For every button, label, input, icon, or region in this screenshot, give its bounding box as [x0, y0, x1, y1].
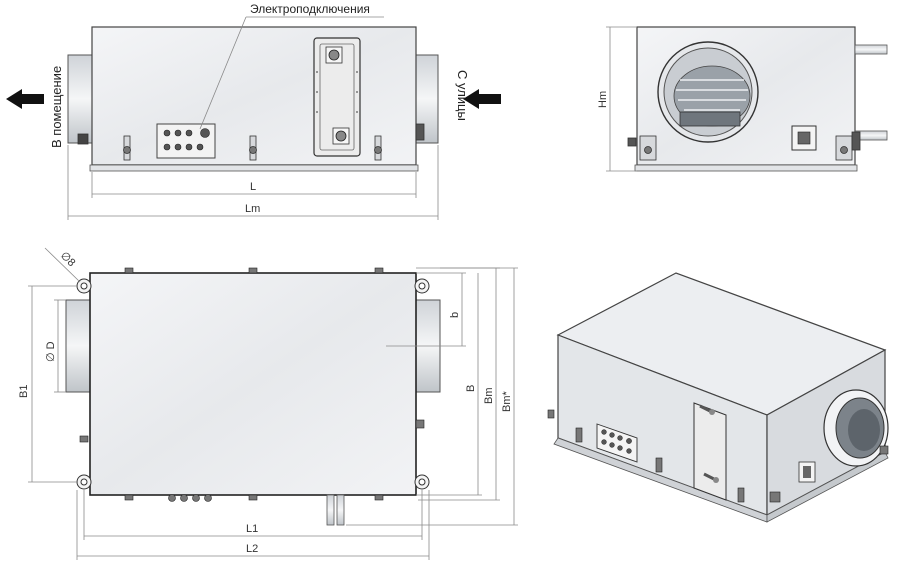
svg-text:∅8: ∅8	[58, 250, 78, 270]
dimension-L2: L2	[76, 490, 430, 560]
mounting-ears	[76, 278, 430, 490]
iso-duct	[823, 389, 889, 467]
front-duct-left	[67, 54, 95, 144]
side-view: Hm	[597, 26, 888, 172]
svg-text:Bm*: Bm*	[501, 391, 513, 413]
dimension-L: L	[91, 172, 417, 198]
front-view: Электроподключения В помещение С улицы L…	[6, 2, 501, 220]
front-brackets	[77, 123, 425, 161]
dimension-Bm-star: Bm*	[346, 267, 518, 526]
terminal-block	[156, 123, 216, 159]
label-to-room: В помещение	[49, 66, 64, 148]
pipe-top	[854, 44, 888, 55]
top-pipe-right	[336, 494, 345, 526]
iso-water-plate	[693, 402, 727, 501]
dimension-Hm: Hm	[597, 26, 637, 172]
dimension-Lm: Lm	[67, 145, 439, 220]
callout-electrical: Электроподключения	[250, 2, 370, 16]
svg-text:L1: L1	[246, 523, 258, 535]
svg-text:B: B	[465, 385, 477, 392]
arrow-to-room-icon	[6, 89, 44, 109]
front-base-rail	[89, 164, 419, 172]
top-pipe-left	[326, 494, 335, 526]
svg-text:L: L	[250, 181, 256, 193]
dimension-hole: ∅8	[44, 247, 81, 283]
top-view: ∅8 B1 ∅ D b B	[18, 247, 518, 560]
fan-opening	[657, 41, 759, 143]
dimension-L1: L1	[83, 490, 423, 540]
top-duct-left	[65, 299, 93, 393]
dimension-D: ∅ D	[45, 299, 66, 393]
callout-leader	[199, 16, 247, 130]
dimension-B: B	[416, 273, 482, 496]
svg-text:Lm: Lm	[245, 203, 260, 215]
svg-text:Bm: Bm	[483, 388, 495, 405]
svg-text:Hm: Hm	[597, 91, 609, 108]
top-body	[89, 272, 417, 496]
arrow-from-street-icon	[463, 89, 501, 109]
svg-text:b: b	[449, 312, 461, 318]
svg-text:L2: L2	[246, 543, 258, 555]
dimension-b: b	[386, 272, 466, 347]
svg-text:∅ D: ∅ D	[45, 341, 57, 362]
svg-text:B1: B1	[18, 385, 30, 398]
water-connection-plate	[313, 37, 361, 157]
dimension-B1: B1	[18, 285, 78, 483]
isometric-view	[547, 272, 889, 523]
iso-terminal-block	[596, 423, 638, 463]
label-from-street: С улицы	[455, 70, 470, 121]
